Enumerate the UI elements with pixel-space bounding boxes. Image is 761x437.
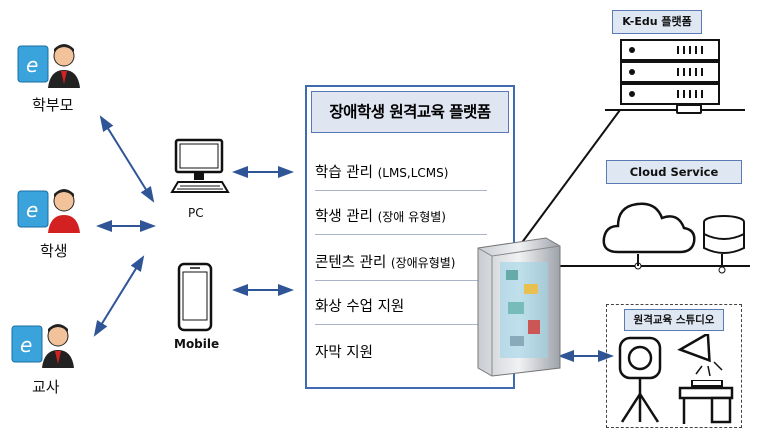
platform-item-video: 화상 수업 지원	[315, 295, 487, 325]
svg-text:e: e	[20, 333, 32, 357]
kedu-tag: K-Edu 플랫폼	[612, 10, 702, 34]
item-sub: (LMS,LCMS)	[377, 166, 449, 180]
studio-box	[606, 304, 742, 428]
cloud-icon	[600, 194, 696, 260]
database-icon	[700, 214, 748, 262]
studio-lamp-icon	[676, 331, 728, 382]
item-main: 학생 관리	[315, 209, 373, 225]
svg-text:e: e	[26, 53, 38, 77]
platform-title: 장애학생 원격교육 플랫폼	[311, 91, 509, 133]
pc-icon	[170, 136, 234, 204]
mobile-icon	[176, 262, 216, 338]
server-rack-icon	[618, 38, 724, 112]
student-icon: e	[14, 185, 86, 239]
teacher-icon: e	[8, 320, 80, 374]
arrow-parent-pc	[99, 115, 155, 203]
teacher-label: 교사	[32, 378, 60, 396]
studio-desk-icon	[676, 379, 736, 430]
item-sub: (장애유형별)	[390, 256, 456, 270]
platform-item-content: 콘텐츠 관리 (장애유형별)	[315, 251, 487, 281]
line-server-kedu	[514, 109, 621, 253]
server-tower-icon	[472, 236, 564, 382]
item-main: 학습 관리	[315, 165, 373, 181]
platform-item-caption: 자막 지원	[315, 341, 487, 370]
item-main: 화상 수업 지원	[315, 299, 405, 315]
arrow-teacher-mobile	[93, 255, 145, 337]
student-label: 학생	[40, 242, 68, 260]
network-connector-icon	[676, 104, 702, 114]
svg-text:e: e	[26, 198, 38, 222]
parent-label: 학부모	[32, 96, 74, 114]
parent-icon: e	[14, 40, 86, 94]
studio-tag: 원격교육 스튜디오	[624, 309, 724, 331]
platform-item-learning: 학습 관리 (LMS,LCMS)	[315, 161, 487, 191]
mobile-label: Mobile	[174, 337, 220, 351]
item-sub: (장애 유형별)	[377, 210, 446, 224]
camera-tripod-icon	[610, 334, 672, 428]
cloud-tag: Cloud Service	[606, 160, 742, 184]
platform-item-student: 학생 관리 (장애 유형별)	[315, 205, 487, 235]
item-main: 콘텐츠 관리	[315, 255, 387, 271]
item-main: 자막 지원	[315, 345, 373, 361]
pc-label: PC	[188, 206, 204, 220]
